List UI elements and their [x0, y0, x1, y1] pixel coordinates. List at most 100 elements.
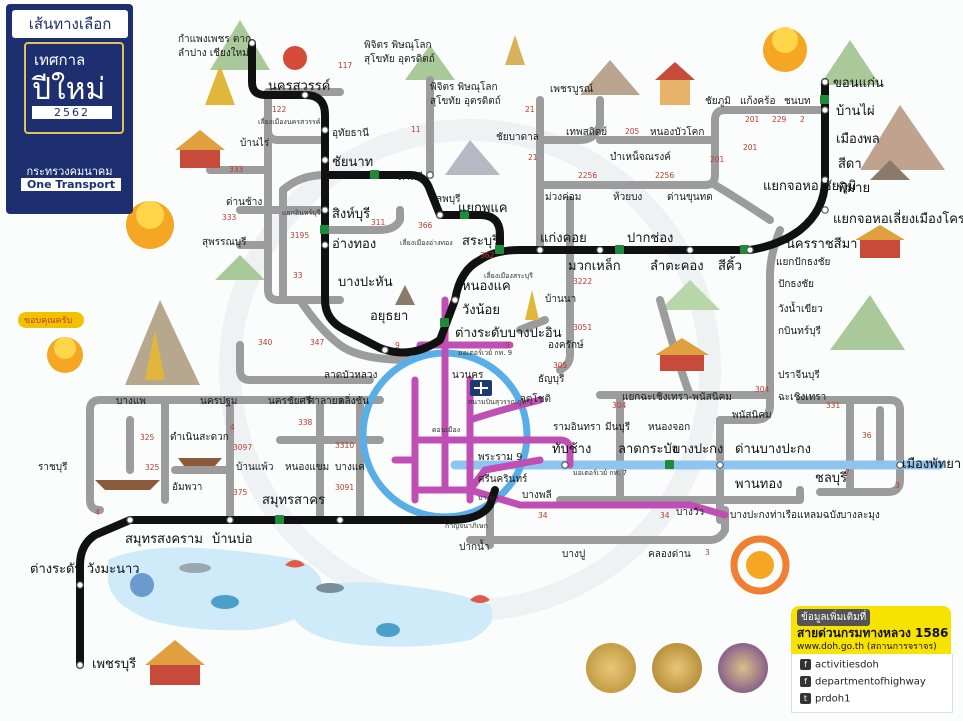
place-wangnoi: วังน้อย — [462, 303, 500, 318]
temple-decor — [145, 35, 910, 685]
place-muaklek: มวกเหล็ก — [568, 256, 621, 274]
svg-text:2256: 2256 — [655, 171, 674, 180]
svg-text:21: 21 — [525, 105, 535, 114]
place-damnoen: ดำเนินสะดวก — [170, 432, 229, 443]
place-phetchaburi: เพชรบุรี — [92, 656, 136, 672]
place-samutsongkhram: สมุทรสงคราม — [125, 532, 203, 547]
svg-text:3051: 3051 — [573, 323, 592, 332]
place-nakhonpathom: นครปฐม — [200, 396, 237, 407]
place-singburi: สิงห์บุรี — [332, 206, 370, 222]
place-pakthongchai-jct: แยกปักธงชัย — [776, 257, 830, 268]
ministry-seal — [586, 643, 636, 693]
place-phimai: พิมาย — [838, 181, 870, 196]
place-banrai: บ้านไร่ — [240, 137, 270, 149]
svg-text:3: 3 — [705, 548, 710, 557]
royal-seal — [718, 643, 768, 693]
place-chainat: ชัยนาท — [332, 155, 373, 170]
place-ratchaburi: ราชบุรี — [38, 461, 68, 473]
department-seal — [652, 643, 702, 693]
place-bangwua: บางวัว — [676, 507, 704, 518]
svg-text:4: 4 — [230, 423, 235, 432]
info-website[interactable]: www.doh.go.th (สถานการจราจร) — [797, 642, 937, 652]
place-latkrabang: ลาดกระบัง — [618, 442, 678, 457]
place-sikhio: สีคิ้ว — [718, 256, 742, 274]
place-sida: สีดา — [838, 156, 862, 172]
svg-text:304: 304 — [755, 385, 770, 394]
facebook-icon: f — [800, 659, 811, 670]
svg-text:3310: 3310 — [335, 441, 354, 450]
highway-shields — [275, 95, 829, 524]
svg-text:2256: 2256 — [578, 171, 597, 180]
title-brand: One Transport — [21, 178, 121, 191]
place-pattaya: เมืองพัทยา — [902, 456, 961, 472]
place-phatthananikhom: แยกพุแค — [458, 201, 508, 216]
place-angthong: อ่างทอง — [332, 237, 376, 252]
place-nakhonratchasima: นครราชสีมา — [786, 236, 857, 252]
place-motorway9: มอเตอร์เวย์ กท. 9 — [458, 349, 512, 357]
place-bangpain: ต่างระดับบางปะอิน — [455, 326, 562, 341]
place-khonkaen: ขอนแก่น — [833, 76, 884, 91]
title-line-1: เส้นทางเลือก — [12, 10, 128, 38]
place-wangnamkhiao: วังน้ำเขียว — [778, 301, 823, 315]
place-kaengkhro: แก้งคร้อ — [740, 95, 775, 107]
place-khlongdan: คลองด่าน — [648, 549, 691, 560]
place-jaeng-chaiyaphum: แยกจอหอ ชัยภูมิ — [763, 179, 856, 194]
place-latbualuang: ลาดบัวหลวง — [324, 370, 378, 381]
place-muangkhom: ม่วงค่อม — [545, 192, 581, 203]
place-danbangpakong: ด่านบางปะกง — [735, 442, 811, 457]
place-suphanburi: สุพรรณบุรี — [202, 236, 247, 248]
mascot-illustration — [47, 27, 807, 595]
svg-text:34: 34 — [660, 511, 670, 520]
svg-text:347: 347 — [310, 338, 325, 347]
place-nongkhae: หนองแค — [462, 279, 511, 294]
svg-text:33: 33 — [293, 271, 303, 280]
social-text-3: prdoh1 — [815, 693, 851, 705]
place-chonnabot: ชนบท — [784, 96, 811, 107]
place-ramintra: รามอินทรา — [553, 422, 601, 433]
svg-text:333: 333 — [222, 213, 237, 222]
svg-text:3195: 3195 — [290, 231, 309, 240]
svg-text:11: 11 — [411, 125, 421, 134]
place-bangpu: บางปู — [562, 549, 585, 560]
place-thapchang: ทับช้าง — [552, 442, 591, 457]
svg-text:36: 36 — [862, 431, 872, 440]
place-suvarnabhumi: สนามบินสุวรรณภูมิ — [468, 398, 526, 406]
place-samutsakhon: สมุทรสาคร — [262, 493, 325, 508]
place-banbo: บ้านบ่อ — [212, 532, 253, 547]
place-ayutthaya: อยุธยา — [370, 309, 408, 324]
place-bangpakong-1: บางปะกง — [672, 442, 723, 457]
place-inburi-jct: แยกอินทร์บุรี — [282, 209, 321, 217]
title-line-2b: ปีใหม่ — [32, 72, 106, 107]
place-srinakarin: ศรีนครินทร์ — [478, 473, 528, 485]
place-dansai: ด่านช้าง — [226, 196, 262, 208]
place-salaya: ศาลายา — [308, 396, 343, 407]
place-chachoengsao: ฉะเชิงเทรา — [778, 392, 826, 403]
place-phetchabun: เพชรบูรณ์ — [550, 83, 593, 95]
svg-text:333: 333 — [229, 165, 244, 174]
svg-text:362: 362 — [480, 251, 495, 260]
place-thareua: ท่าเรือแหลมฉบัง — [770, 509, 841, 521]
facebook-icon: f — [800, 676, 811, 687]
place-kabinburi: กบินทร์บุรี — [778, 325, 822, 337]
place-banglamung: บางละมุง — [840, 510, 880, 521]
place-amphawa: อัมพวา — [172, 482, 202, 493]
svg-text:311: 311 — [371, 218, 386, 227]
svg-text:122: 122 — [272, 105, 287, 114]
place-bangpakong-2: บางปะกง — [730, 510, 770, 521]
place-nakhonsawan: นครสวรรค์ — [268, 78, 330, 94]
svg-text:229: 229 — [772, 115, 787, 124]
svg-text:201: 201 — [710, 155, 725, 164]
place-minburi: มีนบุรี — [605, 421, 631, 433]
svg-text:34: 34 — [538, 511, 548, 520]
svg-text:4: 4 — [95, 508, 100, 517]
svg-text:9: 9 — [505, 341, 510, 350]
svg-text:3222: 3222 — [573, 277, 592, 286]
place-chaibadan: ชัยบาดาล — [496, 132, 539, 143]
svg-text:325: 325 — [140, 433, 155, 442]
place-chonburi: ชลบุรี — [815, 470, 847, 486]
svg-text:2: 2 — [800, 115, 805, 124]
